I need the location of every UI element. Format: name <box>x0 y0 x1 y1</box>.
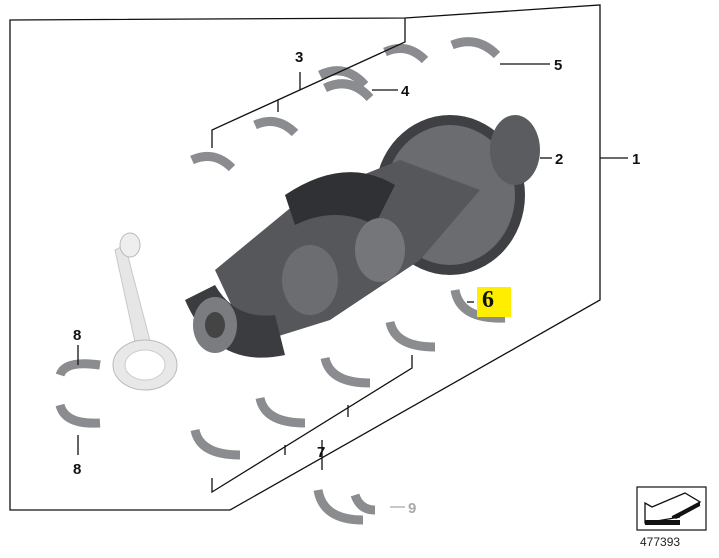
label-6: 6 <box>482 287 494 313</box>
document-number: 477393 <box>640 535 681 549</box>
label-8-top[interactable]: 8 <box>73 327 81 344</box>
label-3[interactable]: 3 <box>295 49 303 66</box>
bearing-shells-lower[interactable] <box>55 288 506 525</box>
label-4[interactable]: 4 <box>401 83 410 100</box>
label-8-bottom[interactable]: 8 <box>73 461 81 478</box>
bracket-3 <box>211 18 406 148</box>
label-2[interactable]: 2 <box>555 151 563 168</box>
view-arrow-icon[interactable] <box>636 486 707 531</box>
label-5[interactable]: 5 <box>554 57 562 74</box>
highlighted-label-6[interactable]: 6 <box>477 287 511 317</box>
connecting-rod[interactable] <box>112 232 178 391</box>
group-frame <box>9 4 601 511</box>
label-1[interactable]: 1 <box>632 151 640 168</box>
crankshaft[interactable] <box>185 115 540 358</box>
bracket-7 <box>211 355 413 494</box>
label-7[interactable]: 7 <box>317 444 325 461</box>
label-9[interactable]: 9 <box>408 500 416 517</box>
bearing-shells-upper[interactable] <box>190 37 501 172</box>
